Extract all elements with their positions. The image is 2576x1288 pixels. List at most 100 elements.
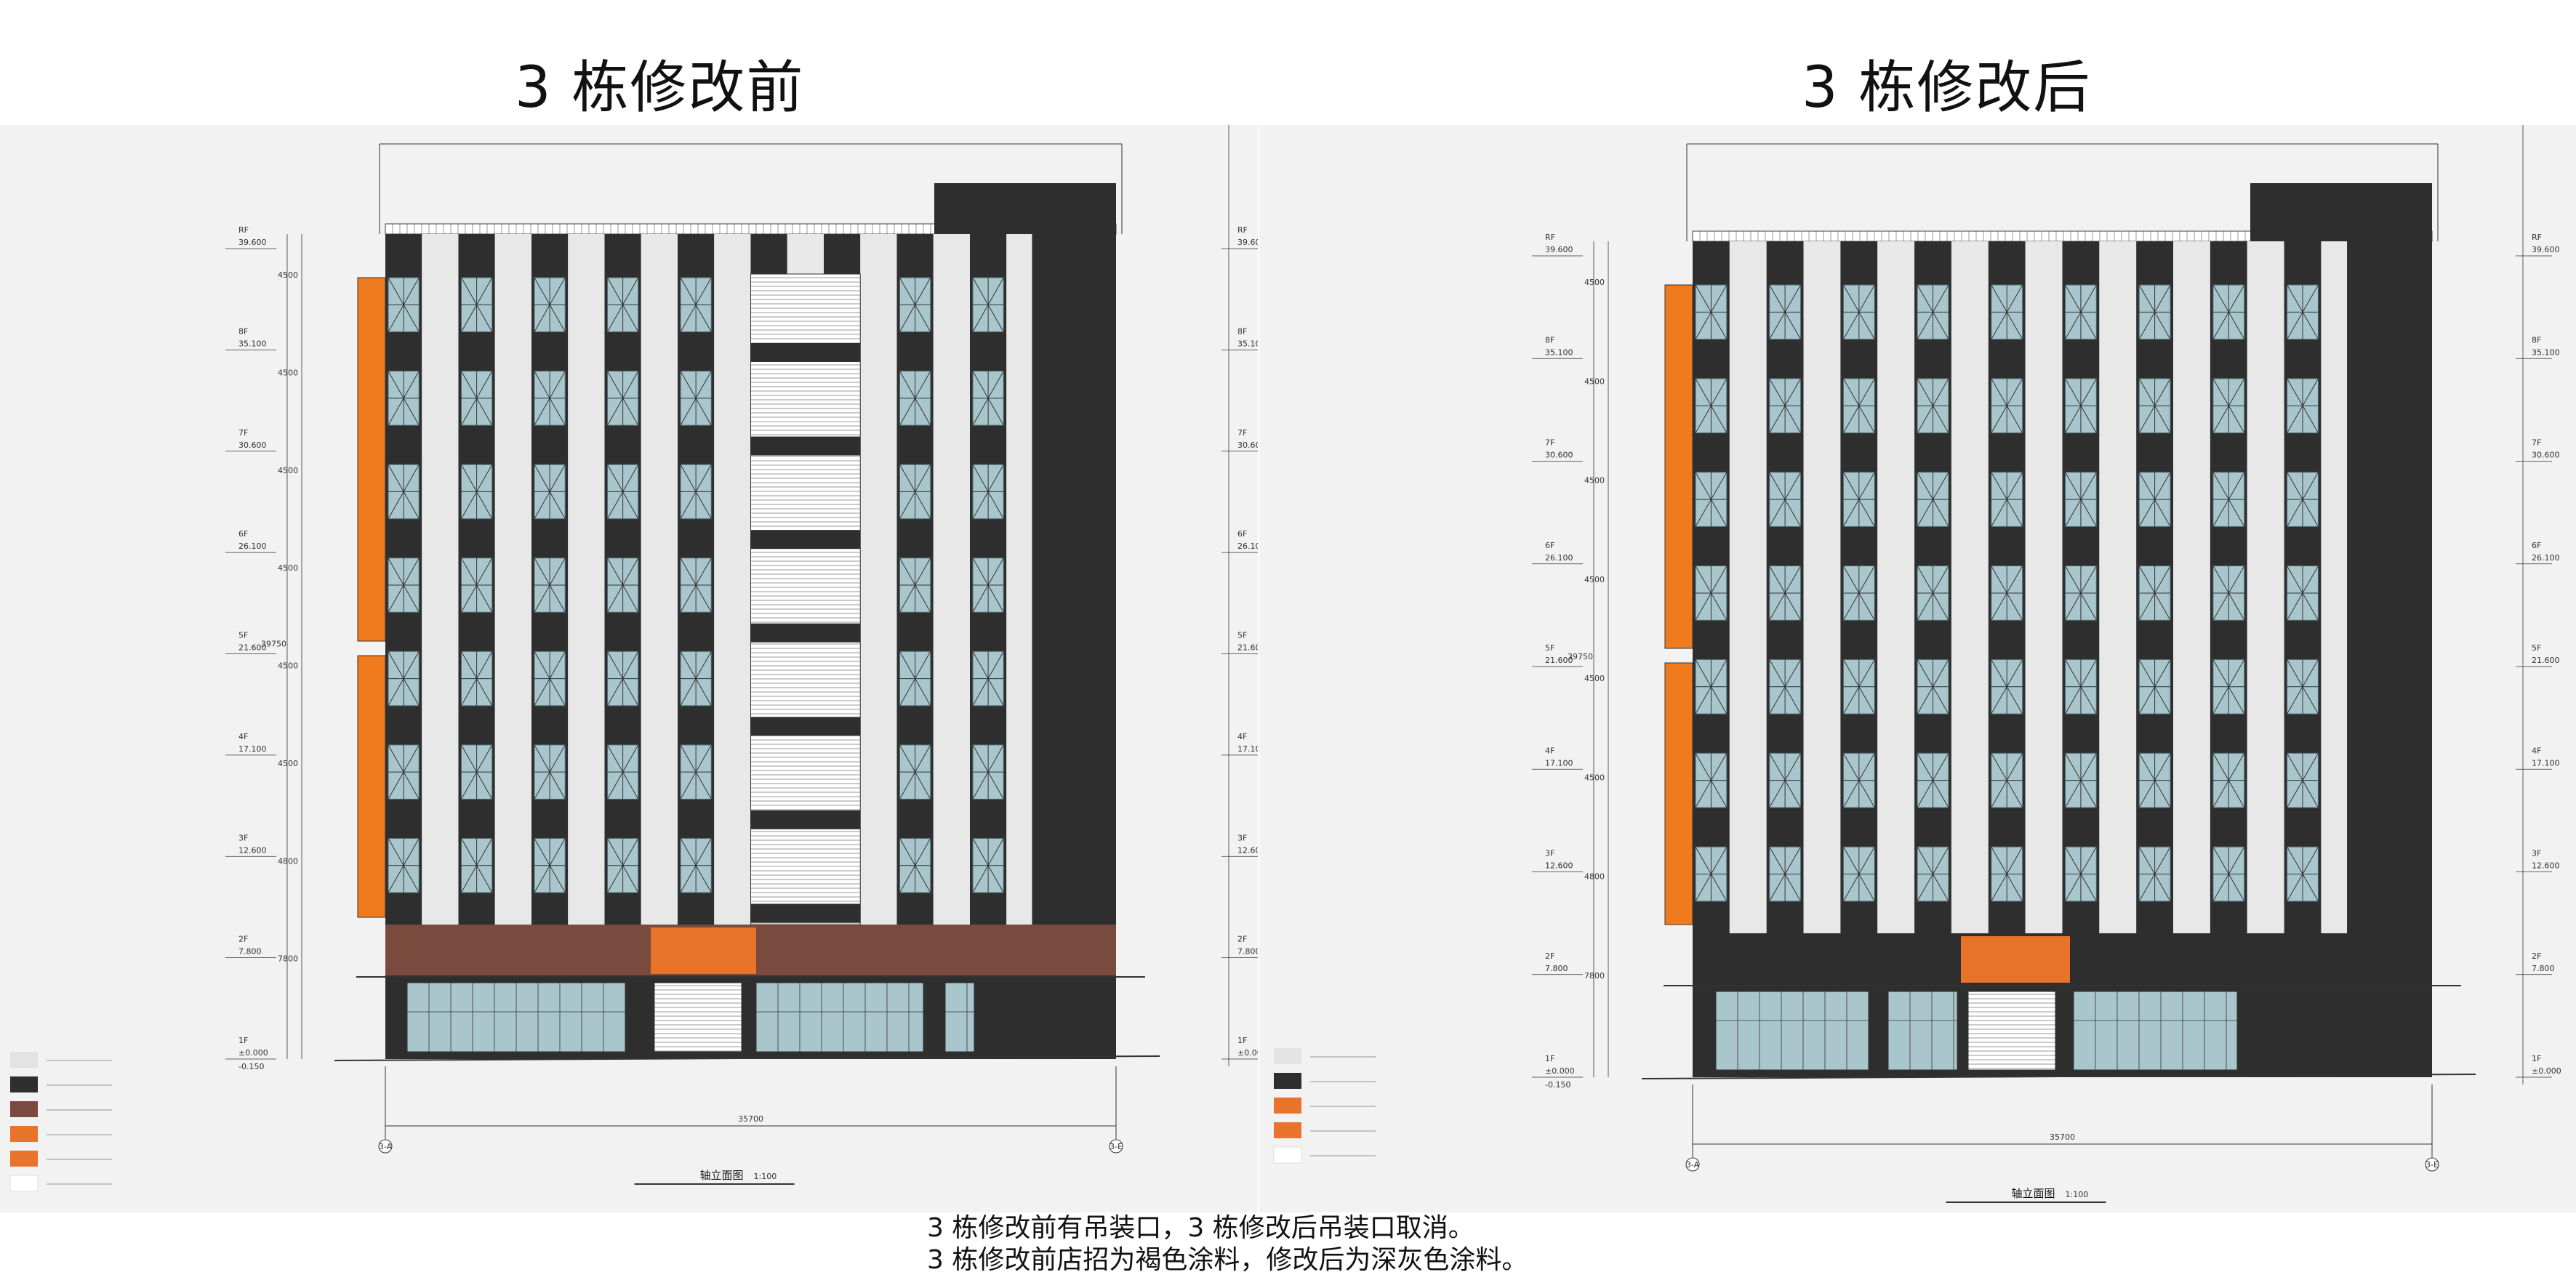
total-height-label: 39750 <box>1568 652 1593 661</box>
level-elev-label: 12.600 <box>238 845 267 855</box>
window-brace <box>972 558 1004 613</box>
orange-cladding-upper <box>357 277 386 642</box>
right-level-floor-label: 3F <box>1237 833 1247 842</box>
window-brace <box>534 744 566 800</box>
right-level-floor-label: 8F <box>2532 335 2541 345</box>
storefront-glass <box>1887 991 1958 1071</box>
window-brace <box>1991 659 2023 715</box>
floor-height-label: 4800 <box>1584 872 1605 882</box>
right-level-elev-label: 30.600 <box>1237 440 1258 450</box>
hoist-floor-slab <box>750 343 861 362</box>
window-brace <box>2065 846 2097 902</box>
window-brace <box>2138 659 2171 715</box>
window-brace <box>2138 378 2171 433</box>
legend-swatch-white <box>9 1175 39 1192</box>
window-brace <box>972 651 1004 707</box>
facade-corner-block <box>1032 234 1116 925</box>
right-level-floor-label: RF <box>2532 233 2542 242</box>
window-brace <box>388 838 420 893</box>
window-brace <box>2212 472 2245 527</box>
orange-cladding-lower <box>357 655 386 918</box>
facade-light-strip <box>641 234 678 925</box>
window-brace <box>2287 659 2319 715</box>
window-brace <box>2212 753 2245 808</box>
window-brace <box>2287 378 2319 433</box>
window-brace <box>461 651 493 707</box>
window-brace <box>1917 753 1949 808</box>
floor-height-label: 4500 <box>278 368 298 377</box>
right-level-elev-label: 12.600 <box>1237 845 1258 855</box>
window-brace <box>680 744 712 800</box>
right-level-floor-label: RF <box>1237 225 1248 235</box>
window-brace <box>680 371 712 426</box>
level-floor-label: RF <box>1545 233 1555 242</box>
drawing-title: 轴立面图 <box>2011 1187 2055 1200</box>
window-brace <box>2212 565 2245 621</box>
hoist-floor-slab <box>750 810 861 829</box>
level-elev-label: 26.100 <box>1545 553 1573 563</box>
hoist-floor-slab <box>750 436 861 456</box>
window-brace <box>1695 659 1728 715</box>
window-brace <box>2138 472 2171 527</box>
caption-line-1: 3 栋修改前有吊装口，3 栋修改后吊装口取消。 <box>927 1213 1474 1243</box>
level-elev-label: 7.800 <box>238 947 262 957</box>
window-brace <box>1991 846 2023 902</box>
floor-height-label: 4500 <box>1584 377 1605 386</box>
legend-swatch-white <box>1273 1146 1302 1164</box>
window-brace <box>2065 284 2097 339</box>
window-brace <box>2287 846 2319 902</box>
legend-swatch-light-gray <box>10 1052 38 1068</box>
floor-height-label: 7800 <box>1584 971 1605 981</box>
axis-bubble-right <box>1109 1139 1123 1154</box>
window-brace <box>2287 753 2319 808</box>
right-level-elev-label: 35.100 <box>2532 347 2560 357</box>
right-level-elev-label: ±0.000 <box>1237 1048 1258 1058</box>
storefront-glass <box>944 982 975 1052</box>
window-brace <box>2287 472 2319 527</box>
storefront-glass <box>1715 991 1869 1071</box>
window-brace <box>972 277 1004 332</box>
right-level-elev-label: ±0.000 <box>2532 1066 2561 1076</box>
level-elev-label: 12.600 <box>1545 861 1573 871</box>
window-brace <box>534 371 566 426</box>
level-floor-label: 7F <box>238 428 248 438</box>
window-brace <box>680 464 712 519</box>
legend-swatch-orange <box>1274 1122 1301 1138</box>
roof-stair-block <box>2250 183 2432 249</box>
window-brace <box>899 744 931 800</box>
window-brace <box>461 558 493 613</box>
drawing-scale: 1:100 <box>754 1172 777 1181</box>
level-elev-label: 30.600 <box>238 440 267 450</box>
window-brace <box>1842 284 1875 339</box>
level-floor-label: 5F <box>1545 643 1554 653</box>
level-elev-label: 26.100 <box>238 542 267 551</box>
facade-light-strip <box>422 234 459 925</box>
storefront-glass <box>755 982 924 1052</box>
drawing-title: 轴立面图 <box>699 1169 743 1182</box>
window-brace <box>1842 472 1875 527</box>
level-elev-label: ±0.000 <box>1545 1066 1575 1076</box>
legend-swatch-dark-gray <box>10 1076 38 1092</box>
window-brace <box>1842 565 1875 621</box>
floor-height-label: 4500 <box>1584 575 1605 584</box>
right-level-floor-label: 4F <box>1237 732 1247 741</box>
dimension-overall: 35700 <box>738 1114 763 1124</box>
hoist-floor-slab <box>750 903 861 923</box>
window-brace <box>2212 284 2245 339</box>
right-level-floor-label: 3F <box>2532 849 2541 858</box>
window-brace <box>1917 659 1949 715</box>
hoist-floor-slab <box>750 530 861 550</box>
right-level-elev-label: 17.100 <box>2532 758 2560 768</box>
window-brace <box>1769 284 1801 339</box>
level-floor-label: 6F <box>1545 541 1554 550</box>
axis-bubble-left <box>1685 1157 1700 1172</box>
facade-light-strip <box>860 234 897 925</box>
right-level-floor-label: 5F <box>1237 631 1247 640</box>
window-brace <box>1917 846 1949 902</box>
window-brace <box>972 838 1004 893</box>
window-brace <box>607 371 639 426</box>
facade-light-strip <box>1951 241 1989 933</box>
level-elev-label: 39.600 <box>1545 245 1573 254</box>
window-brace <box>1695 378 1728 433</box>
